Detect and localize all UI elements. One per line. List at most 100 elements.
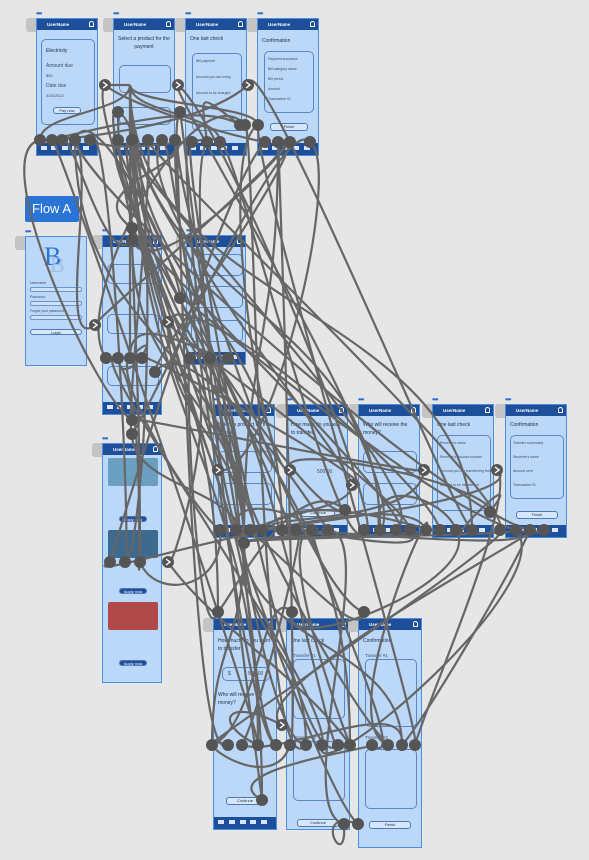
connection-node[interactable] [172,79,184,91]
connection-node[interactable] [420,524,432,536]
connection-node[interactable] [338,818,350,830]
connection-node[interactable] [204,352,216,364]
connection-node[interactable] [174,106,186,118]
connection-node[interactable] [56,134,68,146]
connection-node[interactable] [276,719,288,731]
login-button[interactable]: Login [30,329,82,335]
connection-node[interactable] [126,134,138,146]
connection-node[interactable] [174,292,186,304]
connection-node[interactable] [126,414,138,426]
connection-node[interactable] [352,818,364,830]
connection-node[interactable] [89,319,101,331]
connection-node[interactable] [466,524,478,536]
connection-node[interactable] [510,524,522,536]
connection-node[interactable] [184,352,196,364]
connection-node[interactable] [169,134,181,146]
connection-node[interactable] [149,366,161,378]
connection-node[interactable] [119,556,131,568]
connection-node[interactable] [286,606,298,618]
connection-node[interactable] [214,136,226,148]
connection-node[interactable] [404,524,416,536]
connection-node[interactable] [112,106,124,118]
connection-node[interactable] [366,739,378,751]
apply-now-button[interactable]: Apply now [119,588,147,594]
connection-node[interactable] [450,524,462,536]
connection-node[interactable] [222,739,234,751]
connection-node[interactable] [242,79,254,91]
connection-node[interactable] [156,134,168,146]
connection-node[interactable] [84,134,96,146]
connection-node[interactable] [162,316,174,328]
connection-node[interactable] [256,794,268,806]
connection-node[interactable] [222,352,234,364]
connection-node[interactable] [99,79,111,91]
connection-node[interactable] [34,134,46,146]
connection-node[interactable] [142,134,154,146]
connection-node[interactable] [322,524,334,536]
login-field[interactable] [30,301,82,306]
connection-node[interactable] [256,524,268,536]
connection-node[interactable] [390,524,402,536]
connection-node[interactable] [230,524,242,536]
connection-node[interactable] [306,524,318,536]
connection-node[interactable] [46,134,58,146]
apply-now-button[interactable]: Apply now [119,516,147,522]
apply-now-button[interactable]: Apply now [119,660,147,666]
connection-node[interactable] [238,537,250,549]
connection-node[interactable] [252,119,264,131]
connection-node[interactable] [524,524,536,536]
connection-node[interactable] [409,739,421,751]
connection-node[interactable] [112,352,124,364]
connection-node[interactable] [284,136,296,148]
connection-node[interactable] [434,524,446,536]
connection-node[interactable] [112,134,124,146]
connection-node[interactable] [201,136,213,148]
connection-node[interactable] [162,556,174,568]
connection-node[interactable] [484,506,496,518]
connection-node[interactable] [344,739,356,751]
connection-node[interactable] [272,136,284,148]
connection-node[interactable] [239,119,251,131]
connection-node[interactable] [300,739,312,751]
connection-node[interactable] [284,464,296,476]
connection-node[interactable] [259,136,271,148]
connection-node[interactable] [491,464,503,476]
connection-node[interactable] [316,739,328,751]
connection-node[interactable] [236,739,248,751]
connection-node[interactable] [136,352,148,364]
connection-node[interactable] [214,524,226,536]
connection-node[interactable] [284,739,296,751]
connection-node[interactable] [212,606,224,618]
connection-node[interactable] [358,524,370,536]
login-field[interactable] [30,315,82,320]
finish-button[interactable]: Finish [369,821,411,829]
connection-node[interactable] [244,524,256,536]
connection-node[interactable] [396,739,408,751]
connection-node[interactable] [104,556,116,568]
connection-node[interactable] [332,739,344,751]
connection-node[interactable] [134,556,146,568]
connection-node[interactable] [126,234,138,246]
connection-node[interactable] [276,524,288,536]
connection-node[interactable] [418,464,430,476]
connection-node[interactable] [206,739,218,751]
connection-node[interactable] [100,352,112,364]
connection-node[interactable] [186,136,198,148]
connection-node[interactable] [346,479,358,491]
connection-node[interactable] [252,739,264,751]
connection-node[interactable] [339,504,351,516]
connection-node[interactable] [304,136,316,148]
connection-node[interactable] [126,428,138,440]
finish-button[interactable]: Finish [516,511,558,519]
connection-node[interactable] [358,606,370,618]
connection-node[interactable] [382,739,394,751]
connection-node[interactable] [538,524,550,536]
connection-node[interactable] [69,134,81,146]
finish-button[interactable]: Finish [270,123,308,131]
connection-node[interactable] [126,222,138,234]
connection-node[interactable] [374,524,386,536]
connection-node[interactable] [212,464,224,476]
pay-now-button[interactable]: Pay now [53,107,81,114]
connection-node[interactable] [124,352,136,364]
connection-node[interactable] [270,739,282,751]
